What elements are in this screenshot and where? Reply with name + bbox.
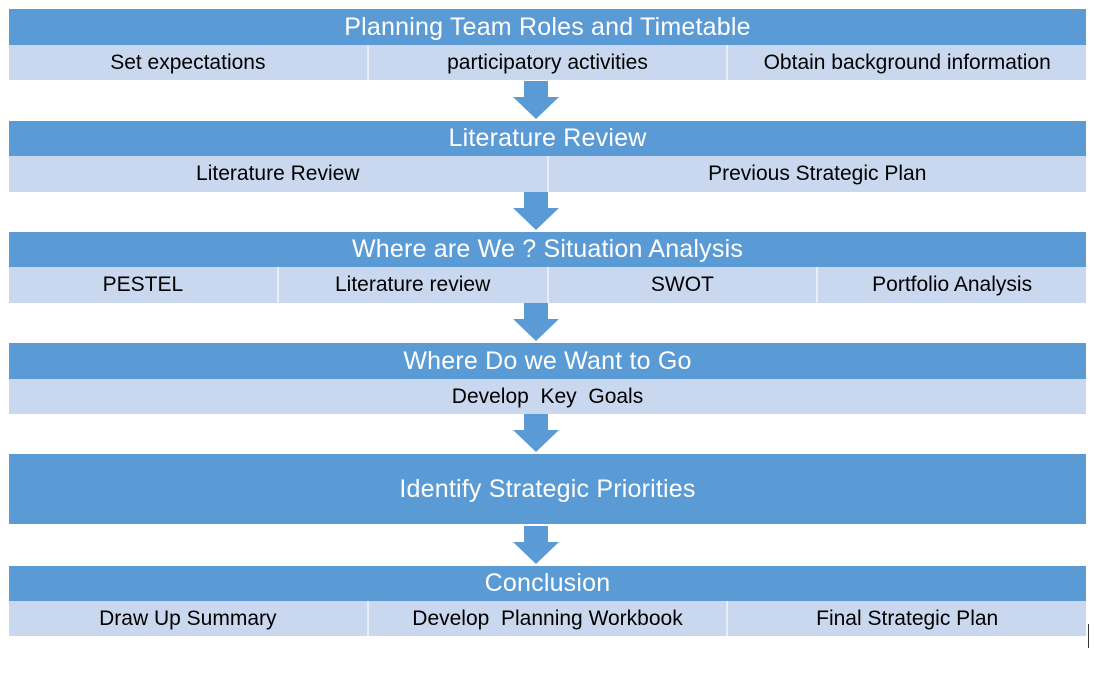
stage-items-row: Develop Key Goals — [9, 379, 1086, 414]
stage-item: Develop Key Goals — [9, 379, 1086, 414]
stage-item: Set expectations — [9, 45, 369, 80]
stage-item: PESTEL — [9, 267, 279, 303]
stage-item: participatory activities — [368, 45, 729, 80]
stage-item: Literature Review — [9, 156, 549, 192]
stage-title: Where Do we Want to Go — [9, 343, 1086, 379]
stage-title: Conclusion — [9, 566, 1086, 601]
down-arrow-icon — [513, 414, 559, 452]
stage-items-row: Literature Review Previous Strategic Pla… — [9, 156, 1086, 192]
stage-item: SWOT — [548, 267, 819, 303]
stage-items-row: Set expectations participatory activitie… — [9, 45, 1087, 80]
down-arrow-icon — [513, 303, 559, 341]
stage-item: Previous Strategic Plan — [548, 156, 1086, 192]
stage-item: Final Strategic Plan — [728, 601, 1087, 636]
stage-item: Literature review — [278, 267, 549, 303]
stage-title: Literature Review — [9, 121, 1086, 156]
stage-item: Portfolio Analysis — [818, 267, 1086, 303]
stage-item: Obtain background information — [728, 45, 1087, 80]
down-arrow-icon — [513, 192, 559, 230]
stage-title: Planning Team Roles and Timetable — [9, 9, 1086, 45]
stage-item: Develop Planning Workbook — [368, 601, 729, 636]
stage-title: Where are We ? Situation Analysis — [9, 232, 1086, 267]
down-arrow-icon — [513, 81, 559, 119]
down-arrow-icon — [513, 526, 559, 564]
stage-items-row: PESTEL Literature review SWOT Portfolio … — [9, 267, 1086, 303]
stage-item: Draw Up Summary — [9, 601, 369, 636]
stage-items-row: Draw Up Summary Develop Planning Workboo… — [9, 601, 1087, 636]
stage-title: Identify Strategic Priorities — [9, 454, 1086, 524]
text-cursor — [1088, 624, 1089, 648]
